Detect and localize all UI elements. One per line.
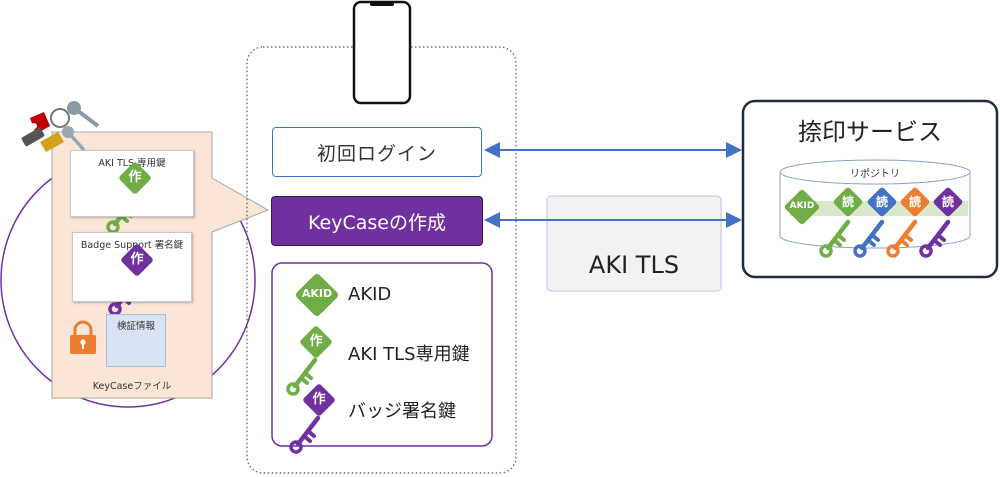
legend-akid-label: AKID [348, 284, 392, 305]
repo-read-glyph-orange: 読 [908, 195, 921, 209]
keycase-file-label: KeyCaseファイル [92, 381, 172, 392]
legend-akid-badge-text: AKID [301, 287, 333, 300]
tls-key-create-glyph: 作 [128, 170, 142, 185]
legend-badge-key-label: バッジ署名鍵 [348, 401, 456, 422]
legend-badge-create-glyph: 作 [312, 392, 326, 407]
repo-read-glyph-green: 読 [841, 195, 854, 209]
aki-tls-label: AKI TLS [588, 251, 680, 279]
badge-key-create-glyph: 作 [130, 252, 144, 267]
seal-service-title: 捺印サービス [798, 118, 942, 146]
repository-label: リポジトリ [850, 169, 900, 180]
repo-read-glyph-purple: 読 [941, 195, 954, 209]
first-login-button[interactable]: 初回ログイン [272, 127, 482, 177]
badge-key-document-title: Badge Support 署名鍵 [80, 240, 184, 251]
repo-read-glyph-blue: 読 [875, 195, 888, 209]
repo-akid-badge-text: AKID [789, 201, 815, 211]
phone-icon [352, 0, 412, 105]
verify-info-box: 検証情報 [106, 314, 166, 367]
create-keycase-button[interactable]: KeyCaseの作成 [271, 196, 483, 246]
orange-padlock-icon [70, 320, 96, 354]
create-keycase-label: KeyCaseの作成 [308, 211, 446, 234]
first-login-label: 初回ログイン [316, 142, 437, 165]
keyring-icon [21, 101, 100, 152]
legend-tls-key-label: AKI TLS専用鍵 [348, 344, 470, 365]
verify-info-label: 検証情報 [116, 321, 155, 332]
legend-tls-create-glyph: 作 [309, 334, 323, 349]
